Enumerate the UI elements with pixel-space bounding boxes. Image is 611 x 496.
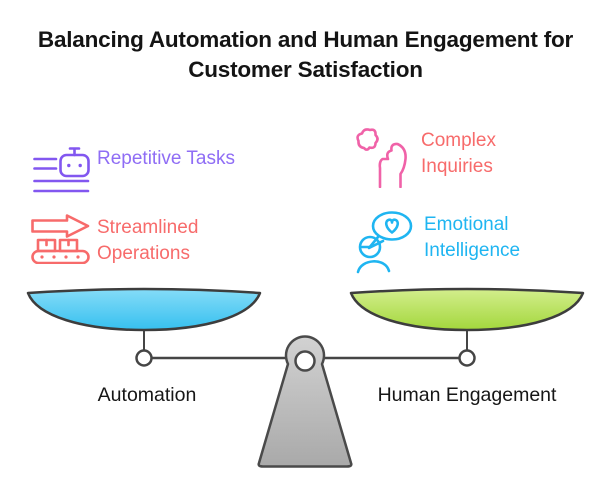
feature-label-streamlined-operations: Streamlined Operations [97,217,199,264]
page-title: Balancing Automation and Human Engagemen… [0,25,611,85]
fulcrum-pivot-hole [294,350,316,372]
feature-complex-inquiries: Complex Inquiries [354,126,496,193]
robot-checklist-icon [33,147,91,204]
left-pan-label: Automation [98,384,197,406]
feature-streamlined-operations: Streamlined Operations [31,214,198,269]
balance-scale: Automation Human Engagement [26,287,585,468]
right-pan-label: Human Engagement [378,384,557,406]
feature-label-repetitive-tasks: Repetitive Tasks [97,148,235,169]
left-beam-joint [135,349,153,367]
title-line-1: Balancing Automation and Human Engagemen… [37,27,574,52]
feature-label-emotional-intelligence: Emotional Intelligence [424,214,521,261]
arrow-conveyor-icon [31,214,91,269]
right-beam-joint [458,349,476,367]
feature-label-complex-inquiries: Complex Inquiries [421,130,496,177]
title-line-2: Customer Satisfaction [188,57,423,82]
person-heart-speech-icon [356,210,414,279]
feature-emotional-intelligence: Emotional Intelligence [356,210,520,279]
feature-repetitive-tasks: Repetitive Tasks [33,147,235,204]
head-puzzle-brain-icon [354,126,410,193]
fulcrum [257,335,353,468]
left-pan-automation [26,287,262,332]
right-pan-human-engagement [349,287,585,332]
